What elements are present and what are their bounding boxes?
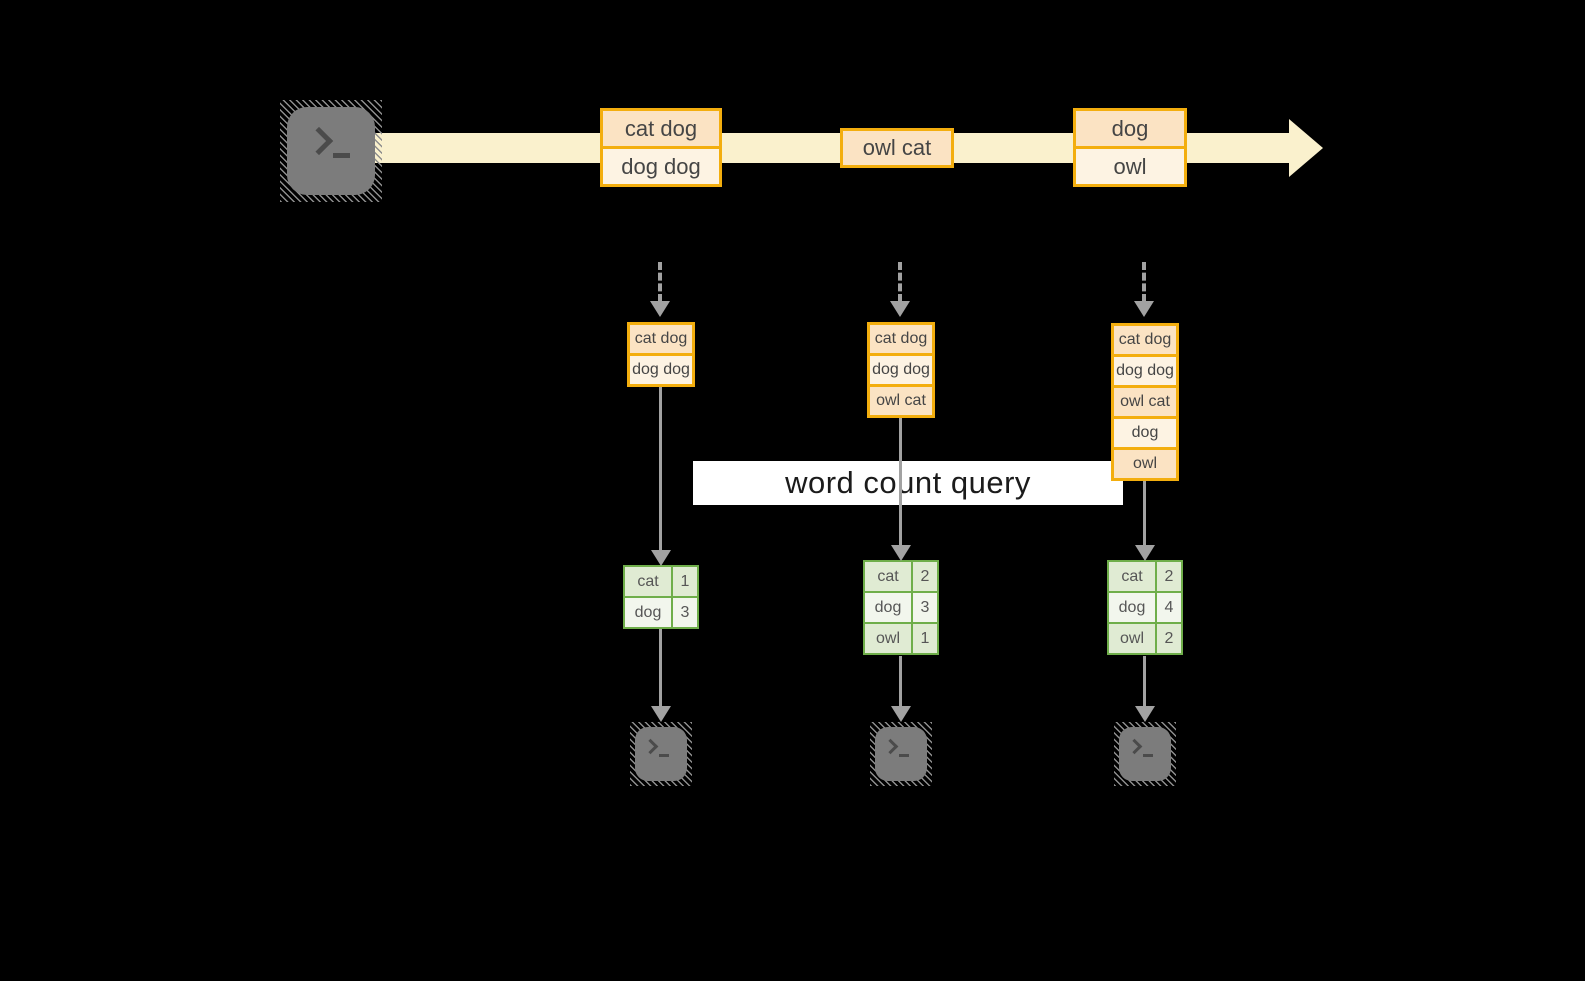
buffer-line: owl cat [1114,388,1176,416]
count-table-3: cat 2 dog 4 owl 2 [1107,560,1183,655]
buffer-line: dog dog [630,356,692,384]
event-line: owl cat [843,131,951,165]
count-word: dog [865,593,911,622]
count-value: 1 [913,624,937,653]
count-value: 2 [1157,562,1181,591]
count-word: cat [625,567,671,596]
stream-event-box-3: dog owl [1073,108,1187,187]
stream-event-box-1: cat dog dog dog [600,108,722,187]
sink-arrow-head [651,706,671,722]
event-buffer-stack-1: cat dog dog dog [627,322,695,387]
count-value: 3 [673,598,697,627]
prompt-chevron-icon [882,738,899,755]
prompt-chevron-icon [304,126,334,156]
stream-arrow-head [1289,119,1323,177]
buffer-line: cat dog [870,325,932,353]
sink-terminal-icon [870,722,932,786]
query-arrow-line [659,386,662,552]
count-value: 3 [913,593,937,622]
prompt-chevron-icon [642,738,659,755]
event-buffer-stack-3: cat dog dog dog owl cat dog owl [1111,323,1179,481]
query-banner-label: word count query [785,465,1031,500]
sink-arrow-head [1135,706,1155,722]
buffer-line: cat dog [1114,326,1176,354]
stream-event-box-2: owl cat [840,128,954,168]
count-word: cat [1109,562,1155,591]
event-buffer-stack-2: cat dog dog dog owl cat [867,322,935,418]
prompt-underscore-icon [333,153,350,158]
count-table-2: cat 2 dog 3 owl 1 [863,560,939,655]
event-line: owl [1076,149,1184,184]
sink-arrow-head [891,706,911,722]
buffer-line: owl [1114,450,1176,478]
query-arrow-head [651,550,671,566]
buffer-line: dog [1114,419,1176,447]
count-value: 2 [1157,624,1181,653]
event-line: cat dog [603,111,719,146]
dashed-arrow-head [890,301,910,317]
query-arrow-line [1143,480,1146,547]
prompt-underscore-icon [659,754,669,757]
dashed-arrow-line [1142,262,1146,302]
query-banner: word count query [693,461,1123,505]
prompt-chevron-icon [1126,738,1143,755]
dashed-arrow-line [658,262,662,302]
dashed-arrow-head [1134,301,1154,317]
prompt-underscore-icon [899,754,909,757]
buffer-line: dog dog [1114,357,1176,385]
query-arrow-line [899,415,902,547]
sink-arrow-line [659,629,662,707]
buffer-line: dog dog [870,356,932,384]
dashed-arrow-line [898,262,902,302]
prompt-underscore-icon [1143,754,1153,757]
count-value: 1 [673,567,697,596]
buffer-line: cat dog [630,325,692,353]
count-word: dog [625,598,671,627]
count-value: 4 [1157,593,1181,622]
buffer-line: owl cat [870,387,932,415]
sink-terminal-icon [1114,722,1176,786]
count-table-1: cat 1 dog 3 [623,565,699,629]
count-value: 2 [913,562,937,591]
count-word: owl [865,624,911,653]
sink-terminal-icon [630,722,692,786]
sink-arrow-line [1143,656,1146,707]
query-arrow-head [891,545,911,561]
count-word: dog [1109,593,1155,622]
sink-arrow-line [899,656,902,707]
count-word: owl [1109,624,1155,653]
source-terminal-icon [280,100,382,202]
event-line: dog [1076,111,1184,146]
dashed-arrow-head [650,301,670,317]
count-word: cat [865,562,911,591]
query-arrow-head [1135,545,1155,561]
event-line: dog dog [603,149,719,184]
